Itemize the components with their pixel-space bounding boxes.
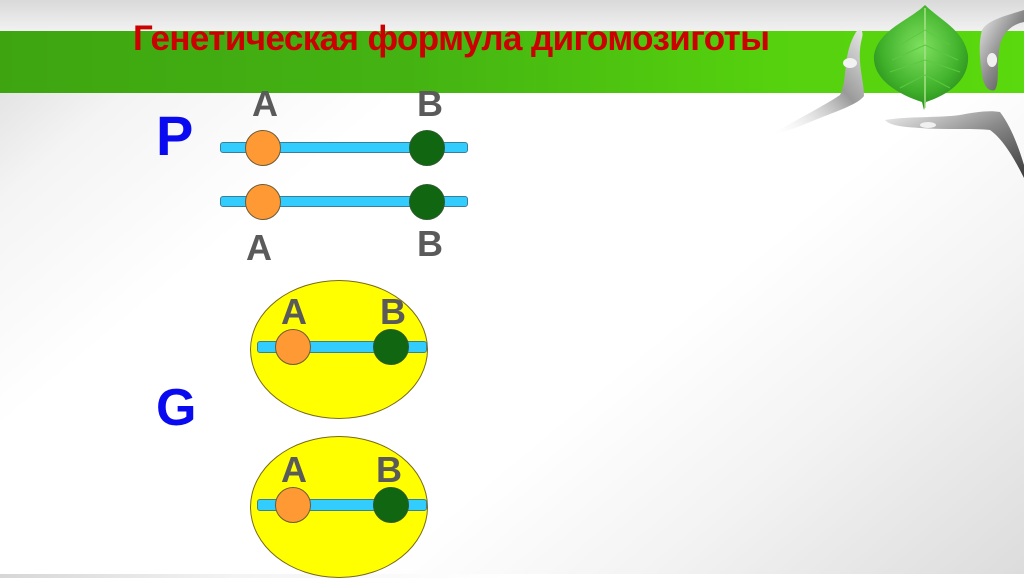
parent-chromosome-1-label-a: A: [252, 83, 278, 124]
parent-chromosome-2-allele-b: [409, 184, 445, 220]
top-fade: [0, 0, 1024, 32]
parent-chromosome-1-label-b: B: [417, 83, 443, 124]
parent-chromosome-1: [220, 142, 468, 153]
gamete-1-allele-b: [373, 329, 409, 365]
gamete-generation-letter: G: [156, 379, 197, 437]
gamete-1-label-a: A: [281, 291, 307, 332]
gamete-1-label-b: B: [380, 291, 406, 332]
parent-chromosome-1-allele-a: [245, 130, 281, 166]
parent-chromosome-2-label-b: B: [417, 223, 443, 264]
gamete-2-label-b: B: [376, 449, 402, 490]
parent-chromosome-2-label-a: A: [246, 227, 272, 268]
parent-chromosome-2: [220, 196, 468, 207]
gamete-2-label-a: A: [281, 449, 307, 490]
gamete-2-allele-a: [275, 487, 311, 523]
parent-chromosome-2-allele-a: [245, 184, 281, 220]
hands-holding-leaf-icon: [770, 5, 1024, 178]
parent-chromosome-1-allele-b: [409, 130, 445, 166]
slide-title: Генетическая формула дигомозиготы: [133, 19, 770, 58]
gamete-1-allele-a: [275, 329, 311, 365]
gamete-2-allele-b: [373, 487, 409, 523]
parent-generation-letter: P: [156, 104, 194, 167]
